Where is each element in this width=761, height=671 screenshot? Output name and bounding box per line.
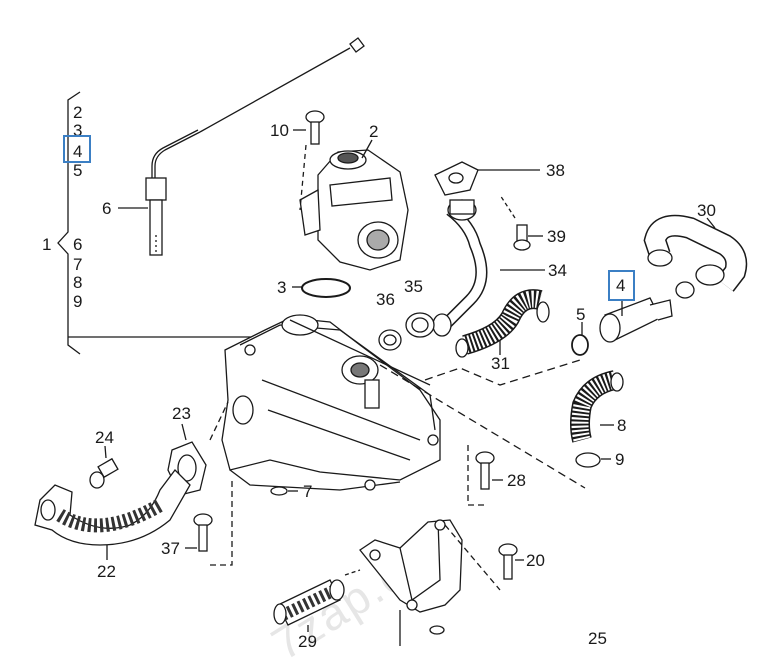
callout-9[interactable]: 9 (615, 450, 625, 469)
cylinder-part-4 (599, 297, 673, 343)
group-list-item: 7 (73, 255, 83, 274)
clamp-part-9 (575, 452, 601, 468)
clamp-part-36 (378, 329, 402, 351)
callout-25[interactable]: 25 (588, 629, 607, 648)
flange-part-38 (434, 161, 540, 196)
bolt-part-10 (293, 110, 325, 211)
bolt-part-39 (499, 194, 543, 251)
sleeve-part-29 (273, 569, 361, 632)
callout-5[interactable]: 5 (576, 305, 586, 324)
exploded-view-drawing (34, 37, 748, 646)
callout-38[interactable]: 38 (546, 161, 565, 180)
hose-part-8 (570, 370, 624, 443)
callout-3[interactable]: 3 (277, 278, 287, 297)
hose-part-34 (432, 199, 545, 337)
hose-part-31 (455, 289, 550, 358)
callout-24[interactable]: 24 (95, 428, 114, 447)
bracket-part-25 (359, 519, 501, 646)
group-list-item-highlighted[interactable]: 4 (73, 142, 83, 161)
group-list-item: 6 (73, 235, 83, 254)
callout-28[interactable]: 28 (507, 471, 526, 490)
callout-29[interactable]: 29 (298, 632, 317, 651)
callout-6[interactable]: 6 (102, 199, 112, 218)
callout-8[interactable]: 8 (617, 416, 627, 435)
egr-cooler-body (221, 314, 441, 491)
callout-20[interactable]: 20 (526, 551, 545, 570)
pipe-part-30 (643, 214, 748, 299)
bolt-part-24 (89, 445, 119, 489)
callout-30[interactable]: 30 (697, 201, 716, 220)
group-label: 1 (42, 235, 52, 254)
highlight-box-callout-4 (608, 270, 635, 301)
callout-39[interactable]: 39 (547, 227, 566, 246)
group-list-item: 2 (73, 103, 83, 122)
group-bracket (57, 91, 81, 355)
callout-37[interactable]: 37 (161, 539, 180, 558)
group-list-item: 5 (73, 161, 83, 180)
callout-4[interactable]: 4 (616, 276, 626, 295)
group-list-item: 8 (73, 273, 83, 292)
callout-23[interactable]: 23 (172, 404, 191, 423)
bolt-part-20 (498, 543, 524, 580)
egr-valve-part-2 (299, 139, 409, 271)
group-list-item: 9 (73, 292, 83, 311)
pipe-part-22 (34, 469, 191, 560)
highlight-box-group-list (63, 135, 91, 163)
bolt-part-37 (185, 513, 213, 552)
callout-34[interactable]: 34 (548, 261, 567, 280)
callout-35[interactable]: 35 (404, 277, 423, 296)
callout-36[interactable]: 36 (376, 290, 395, 309)
parts-diagram: 7zap.com (34, 37, 748, 670)
washer-part-7 (270, 486, 288, 496)
clamp-part-35 (405, 312, 435, 338)
group-list-item: 3 (73, 121, 83, 140)
bolt-part-28 (475, 451, 503, 490)
gasket-part-3 (301, 278, 351, 298)
callout-2[interactable]: 2 (369, 122, 379, 141)
callout-22[interactable]: 22 (97, 562, 116, 581)
callout-7[interactable]: 7 (303, 482, 313, 501)
ring-part-5 (571, 334, 589, 356)
callout-10[interactable]: 10 (270, 121, 289, 140)
sensor-part-6 (118, 37, 365, 256)
callout-31[interactable]: 31 (491, 354, 510, 373)
